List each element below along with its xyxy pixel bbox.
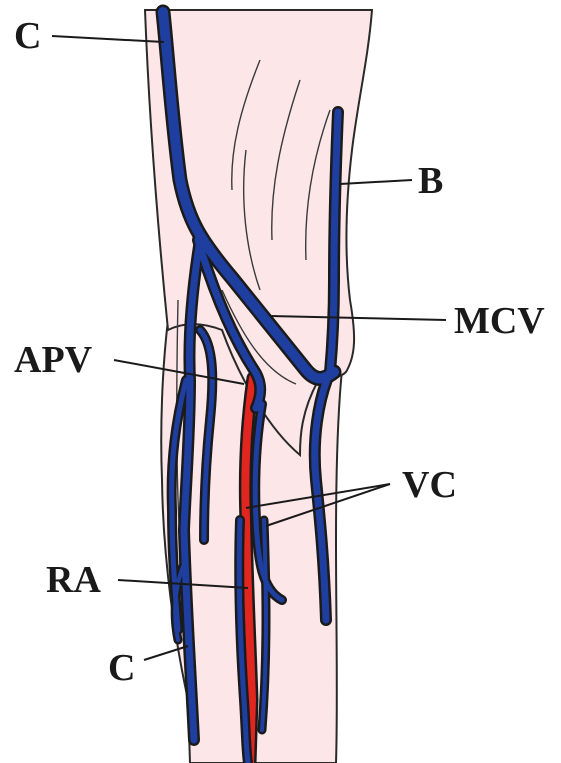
label-apv: APV — [14, 339, 93, 381]
label-b: B — [418, 160, 443, 202]
label-ra: RA — [46, 559, 101, 601]
label-vc: VC — [402, 464, 457, 506]
label-c-bottom: C — [108, 647, 135, 689]
label-c-top: C — [14, 15, 41, 57]
leader-b — [340, 180, 412, 184]
label-mcv: MCV — [454, 300, 545, 342]
